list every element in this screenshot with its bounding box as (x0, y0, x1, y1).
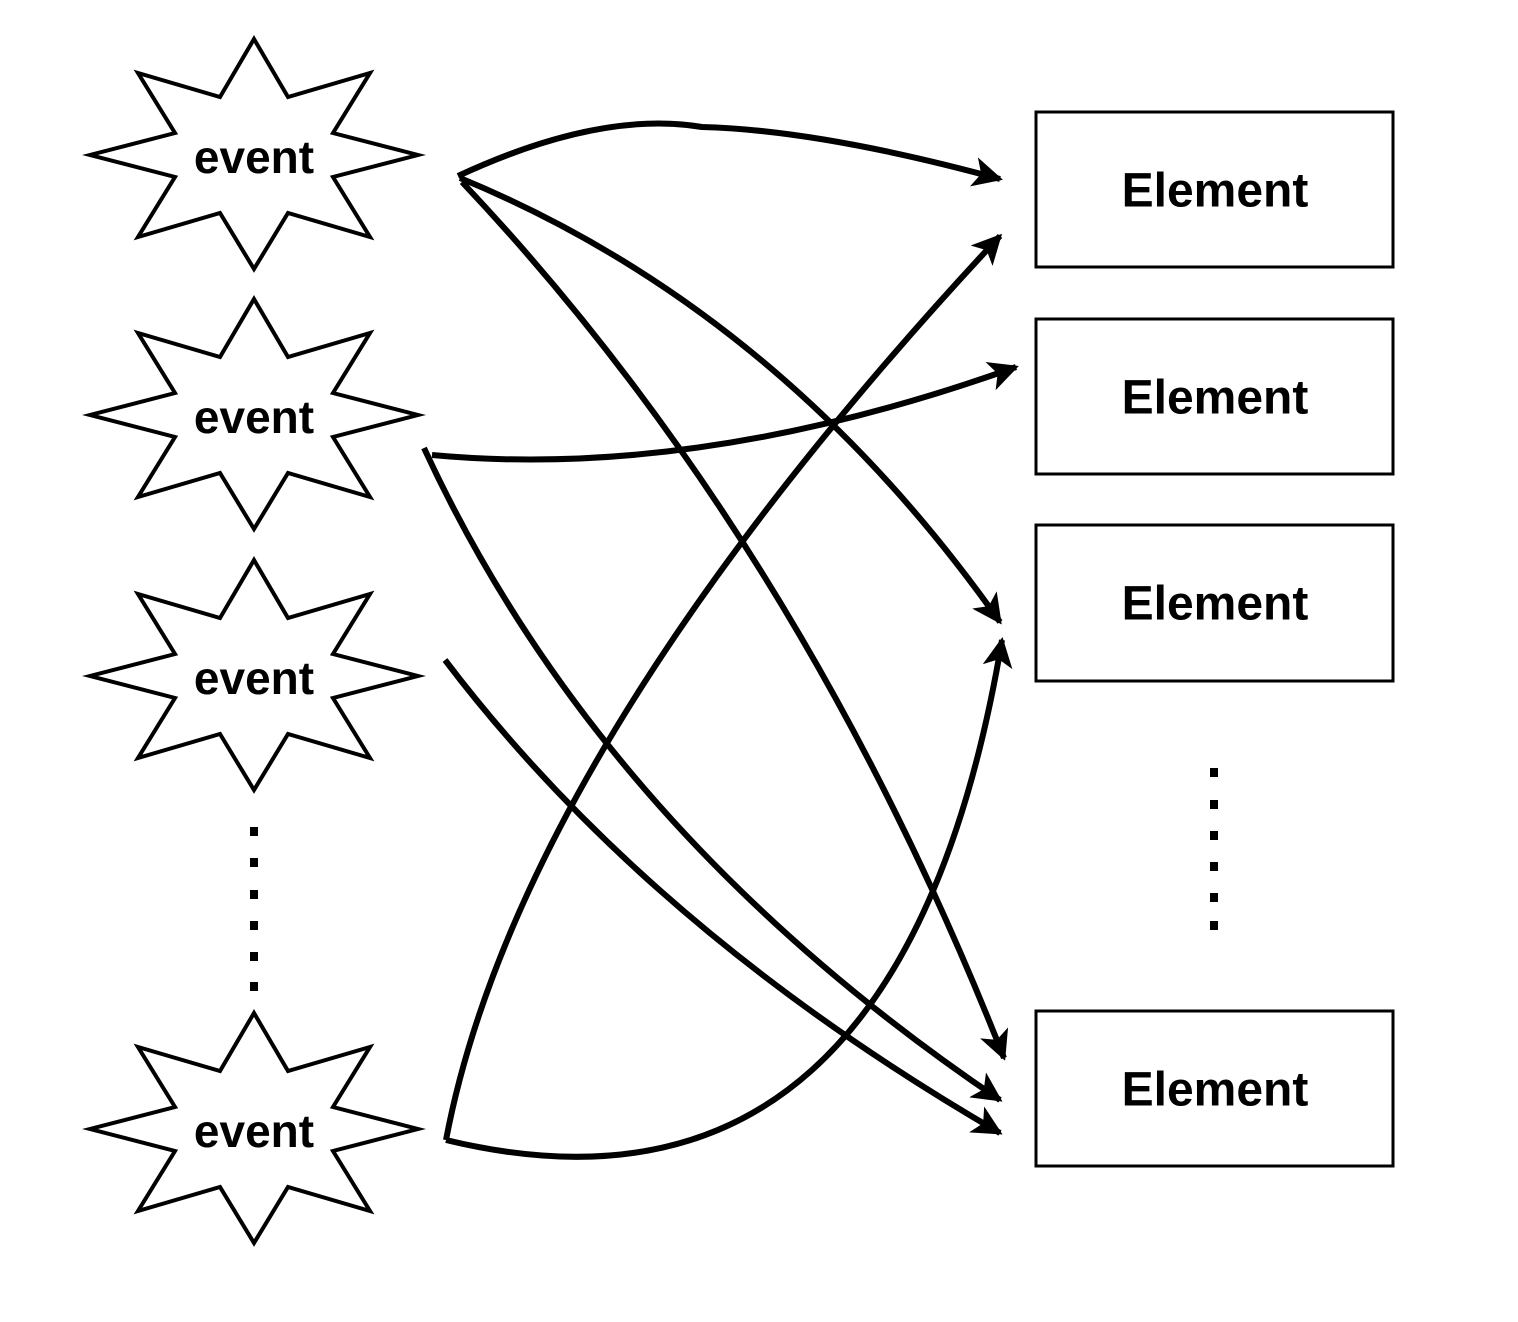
edges-layer (421, 120, 1019, 1160)
element-label: Element (1122, 578, 1309, 631)
element-label: Element (1122, 165, 1309, 218)
element-box (1034, 1009, 1395, 1168)
ellipsis-dot (1210, 893, 1218, 902)
event-node-3: event (82, 556, 426, 794)
edge-event-1-to-element-1 (456, 120, 1003, 187)
event-label: event (194, 391, 314, 443)
elements-column: Element Element Element Element (1034, 110, 1395, 1168)
event-node-2: event (82, 295, 426, 533)
ellipsis-dot (250, 890, 258, 899)
star-icon (82, 295, 426, 533)
ellipsis-dot (250, 827, 258, 836)
ellipsis-dot (250, 982, 258, 991)
ellipsis-dot (1210, 831, 1218, 840)
star-icon (82, 1009, 426, 1247)
edge-event-4-to-element-3 (445, 637, 1013, 1160)
event-label: event (194, 131, 314, 183)
edge-event-2-to-element-2 (431, 361, 1019, 463)
edge-event-4-to-element-1 (443, 233, 1003, 1141)
element-node-4: Element (1034, 1009, 1395, 1168)
element-label: Element (1122, 372, 1309, 425)
ellipsis-dot (1210, 800, 1218, 809)
element-node-2: Element (1034, 317, 1395, 476)
events-column: event event event event (82, 35, 426, 1247)
ellipsis-dot (250, 921, 258, 930)
event-node-4: event (82, 1009, 426, 1247)
ellipsis-dot (1210, 862, 1218, 871)
edge-event-1-to-element-4 (459, 179, 1009, 1061)
ellipsis-dot (250, 952, 258, 961)
event-label: event (194, 652, 314, 704)
edge-event-2-to-element-4 (421, 446, 1003, 1103)
event-label: event (194, 1105, 314, 1157)
element-box (1034, 523, 1395, 683)
elements-ellipsis (1210, 768, 1218, 930)
edge-event-1-to-element-3 (458, 175, 1003, 625)
event-node-1: event (82, 35, 426, 273)
star-icon (82, 35, 426, 273)
element-node-1: Element (1034, 110, 1395, 269)
ellipsis-dot (250, 858, 258, 867)
element-label: Element (1122, 1064, 1309, 1117)
star-icon (82, 556, 426, 794)
ellipsis-dot (1210, 921, 1218, 930)
edge-event-3-to-element-4 (442, 658, 1003, 1136)
element-box (1034, 317, 1395, 476)
ellipsis-dot (1210, 768, 1218, 777)
element-node-3: Element (1034, 523, 1395, 683)
element-box (1034, 110, 1395, 269)
events-ellipsis (250, 827, 258, 991)
